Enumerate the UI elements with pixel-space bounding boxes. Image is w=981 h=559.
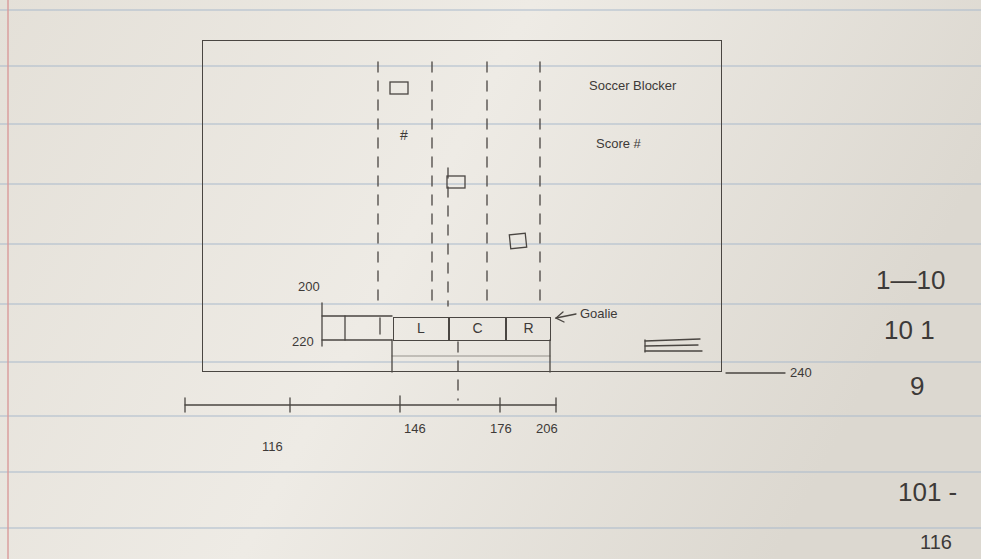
- score-text: Score #: [596, 137, 641, 151]
- margin-note: 9: [910, 372, 924, 401]
- dimension-label: 146: [404, 422, 426, 436]
- dimension-label: 116: [262, 440, 283, 454]
- scribble: [644, 340, 645, 352]
- goalie-position: L: [417, 321, 425, 336]
- lane-line: [447, 168, 448, 306]
- lane-line: [377, 62, 378, 306]
- lane-line: [539, 62, 540, 306]
- rule-line: [0, 243, 981, 244]
- goalie-cell: L: [393, 317, 449, 341]
- rule-line: [0, 361, 981, 362]
- margin-note: 10 1: [884, 316, 935, 345]
- rule-line: [0, 183, 981, 184]
- ruler-tick: [499, 398, 500, 412]
- pencil-drawing: [185, 62, 785, 412]
- goalie-pointer-head: [556, 312, 564, 322]
- dimension-label: 206: [536, 422, 558, 436]
- goalie-track: [322, 315, 392, 316]
- scribble: [645, 339, 700, 341]
- scribble: [645, 345, 698, 346]
- dimension-bracket: [321, 303, 322, 346]
- dimension-label: 240: [790, 366, 812, 380]
- goalie-position: C: [472, 321, 482, 336]
- margin-note: 116: [920, 531, 952, 553]
- dimension-leader: [726, 372, 785, 373]
- rule-line: [0, 65, 981, 66]
- goalie-cell: R: [506, 317, 551, 341]
- center-line: [457, 342, 458, 400]
- ruler-tick: [184, 398, 185, 412]
- ruled-lines: [0, 10, 981, 528]
- falling-ball: [509, 233, 526, 249]
- score-placeholder: #: [400, 128, 408, 143]
- goalie-position: R: [523, 321, 533, 336]
- rule-line: [0, 9, 981, 10]
- lane-line: [431, 62, 432, 306]
- falling-ball: [390, 82, 408, 94]
- dimension-label: 176: [490, 422, 512, 436]
- rule-line: [0, 471, 981, 472]
- goalie-tick: [379, 318, 380, 334]
- rule-line: [0, 303, 981, 304]
- ruler-tick: [289, 398, 290, 412]
- rule-line: [0, 415, 981, 416]
- scribble: [645, 350, 702, 351]
- dimension-label: 200: [298, 280, 320, 294]
- callout-label: Goalie: [580, 307, 618, 321]
- margin-note: 101 -: [898, 478, 957, 507]
- rule-line: [0, 123, 981, 124]
- margin-note: 1—10: [876, 266, 945, 295]
- rule-line: [0, 527, 981, 528]
- game-screen: Soccer BlockerScore # L C R: [202, 40, 722, 372]
- lane-lines: [378, 62, 540, 400]
- ruler-tick: [399, 396, 400, 412]
- lane-line: [486, 62, 487, 306]
- falling-ball: [447, 176, 465, 188]
- ruler-tick: [555, 398, 556, 412]
- game-title: Soccer Blocker: [589, 79, 676, 93]
- goalie-tick: [344, 316, 345, 340]
- goalie-track: [322, 339, 392, 340]
- goalie-cell: C: [449, 317, 506, 341]
- margin-line: [7, 0, 8, 559]
- dimension-label: 220: [292, 335, 314, 349]
- goal-line: [392, 355, 550, 356]
